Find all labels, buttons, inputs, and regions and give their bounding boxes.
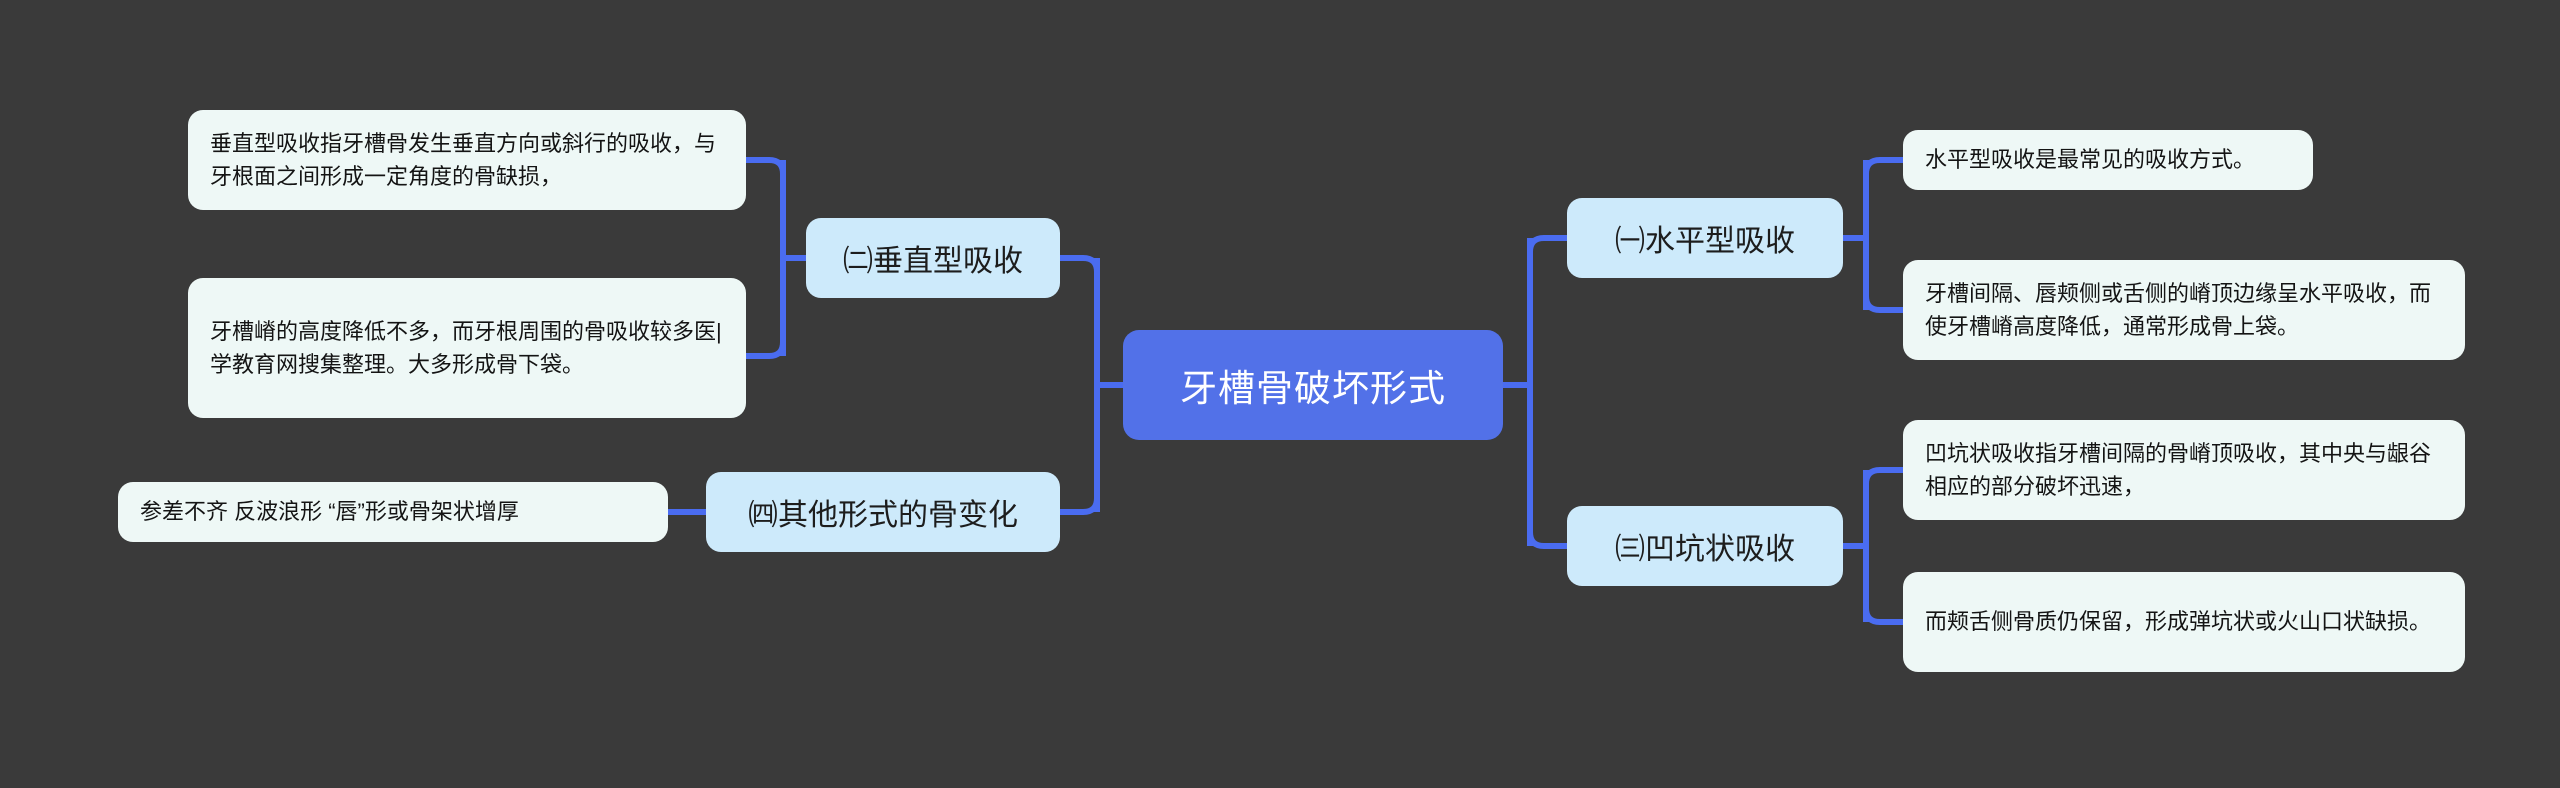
leaf-node-text: 牙槽嵴的高度降低不多，而牙根周围的骨吸收较多医|学教育网搜集整理。大多形成骨下袋… <box>210 318 722 377</box>
leaf-node-text: 参差不齐 反波浪形 “唇”形或骨架状增厚 <box>140 499 519 525</box>
root-node-label: 牙槽骨破坏形式 <box>1180 368 1446 409</box>
leaf-node-text: 牙槽间隔、唇颊侧或舌侧的嵴顶边缘呈水平吸收，而使牙槽嵴高度降低，通常形成骨上袋。 <box>1925 280 2432 339</box>
branch-node-vertical-resorption[interactable]: ㈡垂直型吸收 <box>806 218 1060 298</box>
leaf-node[interactable]: 参差不齐 反波浪形 “唇”形或骨架状增厚 <box>118 482 668 542</box>
branch-node-label: ㈡垂直型吸收 <box>843 245 1023 278</box>
branch-node-other-bone-changes[interactable]: ㈣其他形式的骨变化 <box>706 472 1060 552</box>
leaf-node[interactable]: 水平型吸收是最常见的吸收方式。 <box>1903 130 2313 190</box>
leaf-node[interactable]: 而颊舌侧骨质仍保留，形成弹坑状或火山口状缺损。 <box>1903 572 2465 672</box>
leaf-node[interactable]: 凹坑状吸收指牙槽间隔的骨嵴顶吸收，其中央与龈谷相应的部分破坏迅速， <box>1903 420 2465 520</box>
leaf-node-text: 垂直型吸收指牙槽骨发生垂直方向或斜行的吸收，与牙根面之间形成一定角度的骨缺损， <box>210 130 717 189</box>
root-node[interactable]: 牙槽骨破坏形式 <box>1123 330 1503 440</box>
branch-node-horizontal-resorption[interactable]: ㈠水平型吸收 <box>1567 198 1843 278</box>
branch-node-label: ㈠水平型吸收 <box>1615 225 1795 258</box>
branch-node-crater-resorption[interactable]: ㈢凹坑状吸收 <box>1567 506 1843 586</box>
leaf-node[interactable]: 牙槽间隔、唇颊侧或舌侧的嵴顶边缘呈水平吸收，而使牙槽嵴高度降低，通常形成骨上袋。 <box>1903 260 2465 360</box>
leaf-node-text: 而颊舌侧骨质仍保留，形成弹坑状或火山口状缺损。 <box>1925 609 2432 635</box>
leaf-node[interactable]: 垂直型吸收指牙槽骨发生垂直方向或斜行的吸收，与牙根面之间形成一定角度的骨缺损， <box>188 110 746 210</box>
leaf-node[interactable]: 牙槽嵴的高度降低不多，而牙根周围的骨吸收较多医|学教育网搜集整理。大多形成骨下袋… <box>188 278 746 418</box>
leaf-node-text: 凹坑状吸收指牙槽间隔的骨嵴顶吸收，其中央与龈谷相应的部分破坏迅速， <box>1925 440 2432 499</box>
branch-node-label: ㈢凹坑状吸收 <box>1615 533 1795 566</box>
branch-node-label: ㈣其他形式的骨变化 <box>748 499 1018 532</box>
leaf-node-text: 水平型吸收是最常见的吸收方式。 <box>1925 147 2256 173</box>
